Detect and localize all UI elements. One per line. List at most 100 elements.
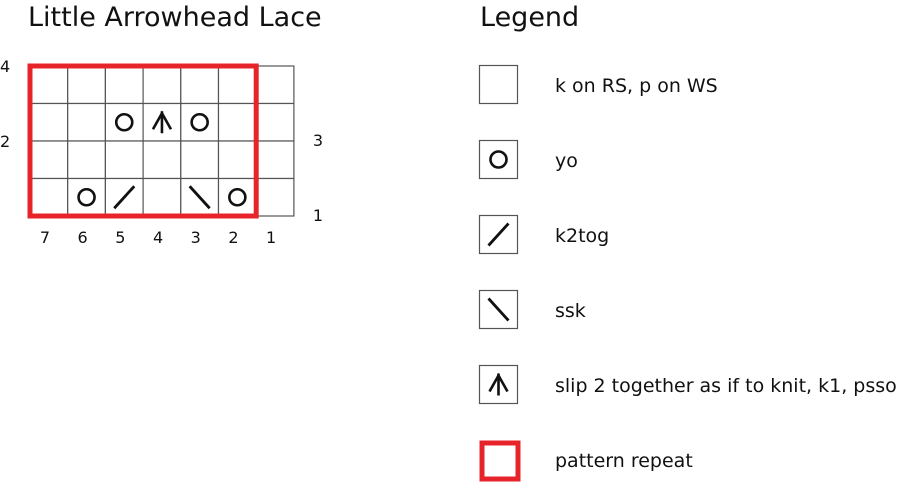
knitting-chart [27,63,295,219]
yo-symbol [77,187,96,207]
chart-cell-r3-c1 [255,102,295,142]
s2kp-legend-icon [478,364,519,405]
repeat-legend-icon [479,440,521,482]
cell-box [142,65,182,105]
cell-box [67,177,106,217]
chart-cell-r1-c4 [142,177,182,217]
chart-cell-r1-c5 [104,177,144,217]
cell-box [29,140,69,180]
legend-item-yo: yo [478,139,908,180]
legend-label: k on RS, p on WS [555,75,718,97]
cell-box [255,102,295,142]
cell-box [29,102,69,142]
chart-cell-r4-c5 [104,65,144,105]
chart-cell-r4-c7 [29,65,69,105]
column-number-5: 5 [115,228,126,247]
chart-cell-r3-c5 [104,102,144,142]
cell-box [104,102,144,142]
yo-symbol [190,112,209,132]
ssk-symbol [188,185,211,210]
chart-cell-r2-c6 [67,140,106,180]
legend-label: pattern repeat [555,450,693,472]
ssk-legend-icon [478,289,519,330]
legend-box [478,64,519,105]
legend-label: ssk [555,300,586,322]
cell-box [104,140,144,180]
chart-cell-r1-c7 [29,177,69,217]
yo-symbol [228,187,247,207]
ssk-symbol [487,297,510,322]
legend-item-repeat: pattern repeat [478,439,908,482]
chart-cell-r4-c4 [142,65,182,105]
yo-legend-icon [478,139,519,180]
cell-box [217,65,257,105]
yo-symbol [114,112,134,132]
row-number-left-4: 4 [0,56,11,76]
chart-cell-r2-c3 [180,140,220,180]
legend-item-s2kp: slip 2 together as if to knit, k1, psso [478,364,908,405]
k2tog-legend-icon [478,214,519,255]
chart-cell-r1-c6 [67,177,106,217]
k2tog-symbol [487,222,510,247]
chart-cell-r3-c2 [217,102,257,142]
chart-cell-r3-c3 [180,102,220,142]
column-number-7: 7 [39,228,51,247]
cell-box [67,140,106,180]
chart-title: Little Arrowhead Lace [28,2,322,33]
chart-cell-r3-c6 [67,102,106,142]
cell-box [67,65,106,105]
chart-cell-r4-c1 [255,65,295,105]
row-number-left-2: 2 [0,131,11,151]
legend-item-k2tog: k2tog [478,214,908,255]
cell-box [142,177,182,217]
cell-box [142,140,182,180]
chart-cell-r2-c7 [29,140,69,180]
chart-cell-r2-c4 [142,140,182,180]
s2kp-symbol [151,110,173,134]
s2kp-symbol [488,372,509,396]
legend-title: Legend [480,2,580,33]
legend-label: yo [555,150,578,172]
row-number-right-3: 3 [312,131,324,151]
yo-symbol [489,150,508,169]
chart-cell-r1-c2 [217,177,257,217]
cell-box [67,102,106,142]
column-number-1: 1 [266,228,277,247]
cell-box [217,177,257,217]
chart-cell-r2-c5 [104,140,144,180]
chart-cell-r3-c4 [142,102,182,142]
cell-box [180,102,220,142]
column-number-2: 2 [228,228,239,247]
chart-cell-r3-c7 [29,102,69,142]
column-number-3: 3 [190,228,201,247]
cell-box [217,140,257,180]
cell-box [180,140,220,180]
chart-cell-r1-c3 [180,177,220,217]
pattern-repeat-outline [27,63,259,219]
k2tog-symbol [113,185,136,210]
repeat-box [479,440,521,482]
chart-cell-r4-c6 [67,65,106,105]
cell-box [29,177,69,217]
legend-item-knit: k on RS, p on WS [478,64,908,105]
cell-box [255,140,295,180]
cell-box [29,65,69,105]
cell-box [255,65,295,105]
cell-box [217,102,257,142]
column-number-4: 4 [152,228,164,247]
cell-box [104,65,144,105]
legend-label: k2tog [555,225,610,247]
legend-box [478,139,519,180]
cell-box [180,65,220,105]
chart-cell-r2-c1 [255,140,295,180]
row-number-right-1: 1 [312,206,324,226]
chart-cell-r4-c3 [180,65,220,105]
chart-cell-r1-c1 [255,177,295,217]
column-number-6: 6 [77,228,88,247]
chart-cell-r4-c2 [217,65,257,105]
knit-legend-icon [478,64,519,105]
chart-cell-r2-c2 [217,140,257,180]
legend-item-ssk: ssk [478,289,908,330]
cell-box [255,177,295,217]
legend-label: slip 2 together as if to knit, k1, psso [555,375,897,397]
